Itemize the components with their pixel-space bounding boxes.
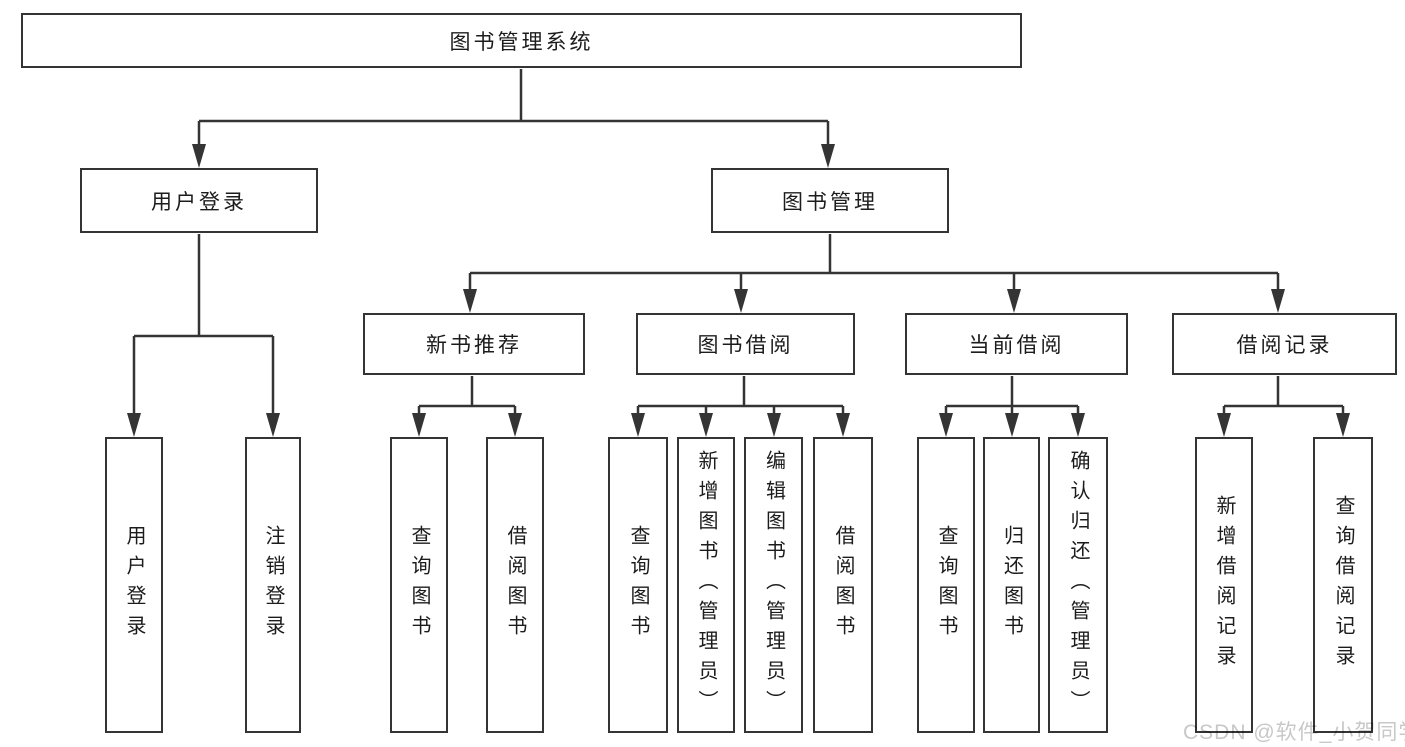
- node-root-system: 图书管理系统: [21, 13, 1022, 68]
- node-book-borrow: 图书借阅: [636, 313, 855, 375]
- leaf-query-books-recommend: 查询图书: [390, 437, 448, 733]
- leaf-confirm-return-admin: 确认归还（管理员）: [1048, 437, 1108, 733]
- leaf-query-books-borrow: 查询图书: [608, 437, 668, 733]
- leaf-query-borrow-record: 查询借阅记录: [1313, 437, 1373, 733]
- leaf-query-books-current: 查询图书: [917, 437, 975, 733]
- leaf-user-login: 用户登录: [105, 437, 163, 733]
- node-book-management: 图书管理: [711, 168, 949, 233]
- node-borrow-records: 借阅记录: [1172, 313, 1397, 375]
- leaf-return-books: 归还图书: [983, 437, 1040, 733]
- leaf-edit-books-admin: 编辑图书（管理员）: [744, 437, 803, 733]
- csdn-watermark: CSDN @软件_小贺同学: [1183, 721, 1405, 744]
- leaf-add-books-admin: 新增图书（管理员）: [677, 437, 735, 733]
- node-new-book-recommend: 新书推荐: [363, 313, 585, 375]
- leaf-add-borrow-record: 新增借阅记录: [1195, 437, 1253, 733]
- leaf-borrow-books: 借阅图书: [813, 437, 873, 733]
- node-current-borrow: 当前借阅: [905, 313, 1128, 375]
- arrowheads: [127, 144, 1350, 437]
- node-user-login: 用户登录: [80, 168, 318, 233]
- leaf-borrow-books-recommend: 借阅图书: [486, 437, 544, 733]
- leaf-logout: 注销登录: [245, 437, 301, 733]
